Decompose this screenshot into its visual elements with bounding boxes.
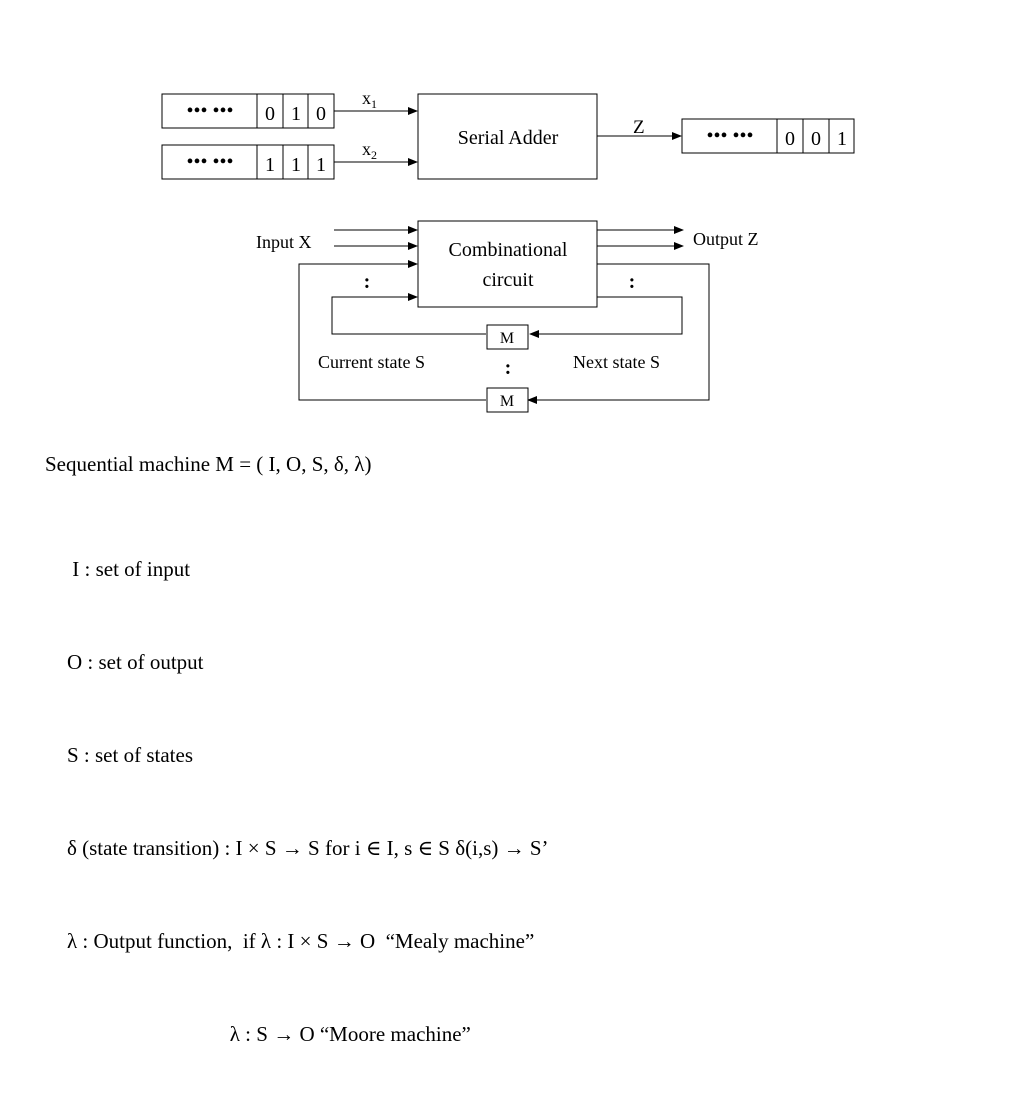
input1-dots: ••• •••	[186, 100, 233, 122]
definition-line: λ : Output function, if λ : I × S → O “M…	[67, 929, 535, 953]
definition-line: λ : S → O “Moore machine”	[67, 1022, 471, 1046]
input2-dots: ••• •••	[186, 151, 233, 173]
output-bit: 0	[785, 128, 795, 150]
input1-bit: 0	[316, 103, 326, 125]
ellipsis-middle: :	[505, 357, 512, 379]
inner-feedback-line	[529, 296, 683, 338]
outer-state-line	[298, 260, 486, 401]
definition-line: O : set of output	[67, 650, 204, 674]
definition-line: δ (state transition) : I × S → S for i ∈…	[67, 836, 549, 860]
combinational-label: Combinational	[449, 239, 568, 261]
input2-register: ••• ••• 1 1 1	[161, 144, 335, 180]
definition-lines: I : set of input O : set of output S : s…	[45, 492, 549, 1112]
output-dots: ••• •••	[706, 125, 753, 147]
output-bit: 0	[811, 128, 821, 150]
x2-label: x2	[362, 139, 377, 162]
outer-feedback-line	[527, 263, 710, 404]
serial-adder-label: Serial Adder	[458, 127, 559, 149]
input1-register: ••• ••• 0 1 0	[161, 93, 335, 129]
circuit-label: circuit	[482, 269, 534, 291]
memory-block-lower: M	[486, 387, 529, 413]
input1-bit: 1	[291, 103, 301, 125]
input2-bit: 1	[265, 154, 275, 176]
definition-line: S : set of states	[67, 743, 193, 767]
output-register: ••• ••• 0 0 1	[681, 118, 855, 154]
next-state-label: Next state S	[573, 352, 660, 372]
memory-block-upper: M	[486, 324, 529, 350]
input2-bit: 1	[291, 154, 301, 176]
definition-line: I : set of input	[67, 557, 191, 581]
output-z-label: Output Z	[693, 229, 759, 249]
diagram-canvas: ••• ••• 0 1 0 ••• ••• 1 1 1 Serial Adder…	[161, 88, 855, 413]
combinational-circuit-block: Combinational circuit	[417, 220, 598, 308]
memory-label: M	[500, 330, 514, 347]
x1-label: x1	[362, 88, 377, 111]
ellipsis-right: :	[629, 271, 636, 293]
input-x-label: Input X	[256, 232, 312, 252]
z-label: Z	[633, 117, 645, 138]
memory-label: M	[500, 393, 514, 410]
sequential-machine-definition: Sequential machine M = ( I, O, S, δ, λ) …	[45, 449, 549, 1112]
ellipsis-left: :	[364, 271, 371, 293]
definition-title: Sequential machine M = ( I, O, S, δ, λ)	[45, 452, 372, 476]
input2-bit: 1	[316, 154, 326, 176]
input1-bit: 0	[265, 103, 275, 125]
output-bit: 1	[837, 128, 847, 150]
current-state-label: Current state S	[318, 352, 425, 372]
inner-state-line	[331, 293, 486, 335]
serial-adder-block: Serial Adder	[417, 93, 598, 180]
